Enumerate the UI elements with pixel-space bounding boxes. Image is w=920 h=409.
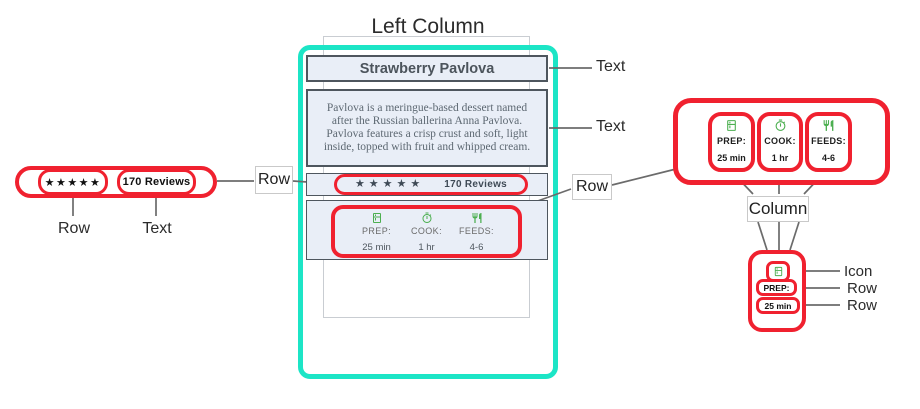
feeds-column-callout: FEEDS: 4-6 <box>805 112 852 172</box>
prep-column: PREP: 25 min <box>352 209 402 254</box>
stars-row-callout: ★★★★★ <box>38 169 108 195</box>
cook-column: COOK: 1 hr <box>402 209 452 254</box>
text-annotation-description: Text <box>596 118 626 135</box>
row-annotation-value: Row <box>847 297 878 314</box>
info-row-callout: PREP: 25 min COOK: 1 hr FEEDS: 4-6 <box>331 205 522 258</box>
rating-row-callout: ★★★★★ 170 Reviews <box>334 174 528 195</box>
feeds-value: 4-6 <box>821 153 835 163</box>
kitchen-icon <box>725 119 738 133</box>
cook-value: 1 hr <box>771 153 789 163</box>
timer-icon <box>774 119 787 133</box>
prep-label-callout: PREP: <box>756 279 797 296</box>
prep-value: 25 min <box>764 300 792 311</box>
prep-value: 25 min <box>362 242 391 253</box>
feeds-column: FEEDS: 4-6 <box>452 209 502 254</box>
feeds-label: FEEDS: <box>811 136 846 146</box>
cook-label: COOK: <box>410 226 442 236</box>
timer-icon <box>421 211 433 224</box>
text-annotation-reviews: Text <box>142 220 172 237</box>
star-rating-icons: ★★★★★ <box>44 176 102 189</box>
prep-value: 25 min <box>717 153 746 163</box>
diagram-heading: Left Column <box>371 15 485 38</box>
prep-column-callout: PREP: 25 min <box>708 112 755 172</box>
row-annotation-stars: Row <box>57 220 90 237</box>
prep-value-callout: 25 min <box>756 297 800 314</box>
prep-label: PREP: <box>361 226 391 236</box>
info-row <box>306 200 548 260</box>
column-annotation: Column <box>747 196 809 222</box>
row-annotation-info: Row <box>572 174 612 200</box>
text-annotation-title: Text <box>596 58 626 75</box>
review-count: 170 Reviews <box>122 176 191 188</box>
cook-value: 1 hr <box>418 242 435 253</box>
reviews-text-callout: 170 Reviews <box>117 169 196 195</box>
recipe-title: Strawberry Pavlova <box>306 55 548 82</box>
feeds-label: FEEDS: <box>459 226 494 236</box>
icon-annotation: Icon <box>844 263 873 280</box>
kitchen-icon <box>773 266 784 277</box>
cook-column-callout: COOK: 1 hr <box>757 112 803 172</box>
review-count: 170 Reviews <box>444 179 508 190</box>
restaurant-icon <box>471 211 483 224</box>
restaurant-icon <box>822 119 835 133</box>
row-annotation-label: Row <box>847 280 878 297</box>
recipe-description: Pavlova is a meringue-based dessert name… <box>306 89 548 167</box>
prep-label: PREP: <box>763 282 790 293</box>
kitchen-icon <box>371 211 383 224</box>
cook-label: COOK: <box>764 136 796 146</box>
left-column-highlight <box>298 45 558 379</box>
prep-label: PREP: <box>716 136 746 146</box>
feeds-value: 4-6 <box>469 242 484 253</box>
star-rating-icons: ★★★★★ <box>354 178 425 190</box>
row-annotation-rating: Row <box>255 166 293 194</box>
